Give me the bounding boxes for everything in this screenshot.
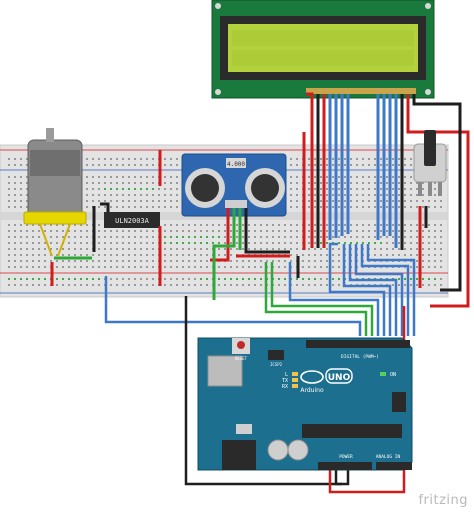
reset-label: RESET bbox=[235, 356, 248, 361]
power-label: POWER bbox=[339, 454, 353, 460]
sensor-wires bbox=[210, 208, 290, 300]
on-label: ON bbox=[390, 372, 396, 378]
arduino-logo-icon bbox=[300, 370, 324, 384]
sensor-label: 4.000 bbox=[227, 161, 245, 168]
analog-label: ANALOG IN bbox=[376, 454, 401, 460]
dc-motor bbox=[23, 128, 87, 257]
ultrasonic-sensor: 4.000 bbox=[181, 153, 287, 217]
breadboard-jumpers bbox=[158, 150, 428, 288]
icsp-label: ICSP2 bbox=[270, 362, 283, 367]
lcd-wires bbox=[302, 92, 470, 308]
digital-label: DIGITAL (PWM~) bbox=[341, 354, 379, 360]
uno-logo-text: UNO bbox=[328, 373, 351, 383]
driver-chip: ULN2003A bbox=[104, 212, 160, 228]
fritzing-watermark: fritzing bbox=[418, 493, 468, 508]
arduino-wires bbox=[104, 242, 416, 494]
lcd-display bbox=[211, 0, 435, 99]
motor-wires bbox=[50, 202, 110, 286]
rx-label: RX bbox=[282, 384, 288, 390]
driver-chip-label: ULN2003A bbox=[115, 217, 150, 225]
potentiometer bbox=[413, 130, 447, 196]
arduino-uno: RESET ICSP2 DIGITAL (PWM~) L TX RX UNO A… bbox=[197, 337, 413, 471]
tx-label: TX bbox=[282, 378, 288, 384]
l-label: L bbox=[285, 372, 288, 378]
arduino-brand-text: Arduino bbox=[300, 387, 324, 394]
